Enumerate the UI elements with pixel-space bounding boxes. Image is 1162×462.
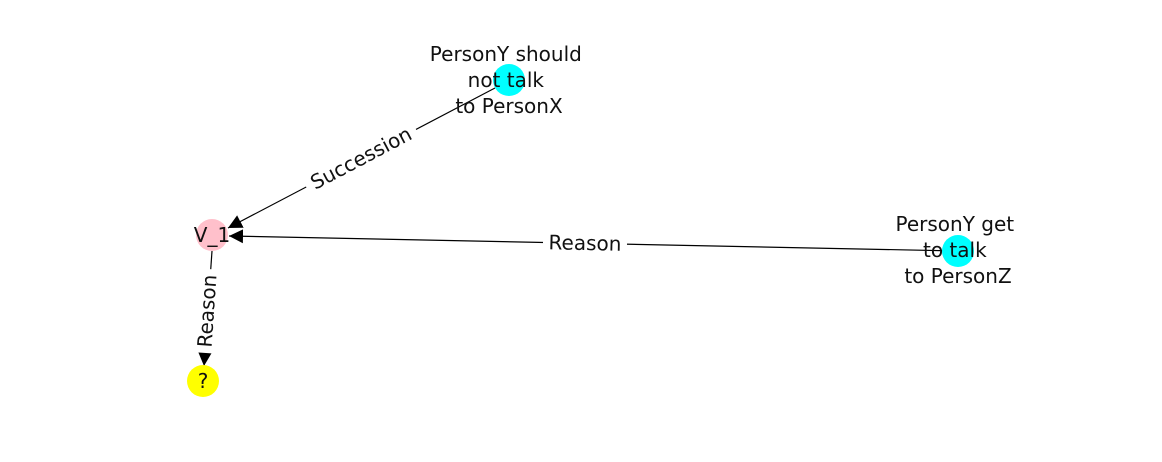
node-person-x-line-1: PersonY should bbox=[430, 42, 582, 66]
nodes: V_1 PersonY should not talk to PersonX P… bbox=[187, 42, 1021, 397]
edge-reason-vertical: Reason bbox=[191, 250, 223, 367]
node-question-label: ? bbox=[198, 369, 209, 393]
node-v1: V_1 bbox=[194, 219, 230, 251]
node-person-x-line-2: not talk bbox=[468, 68, 545, 92]
edge-label-succession: Succession bbox=[306, 122, 415, 195]
node-person-z-line-1: PersonY get bbox=[896, 212, 1015, 236]
edge-label-bg-reason-vertical bbox=[191, 268, 223, 354]
node-person-x-label: PersonY should not talk to PersonX bbox=[430, 42, 588, 118]
node-person-x-circle bbox=[493, 64, 525, 96]
edge-label-bg-reason-horizontal bbox=[542, 229, 628, 257]
node-question-circle bbox=[187, 365, 219, 397]
node-person-z-line-3: to PersonZ bbox=[904, 264, 1011, 288]
node-person-z-label: PersonY get to talk to PersonZ bbox=[896, 212, 1021, 288]
node-v1-circle bbox=[196, 219, 228, 251]
node-person-x-line-3: to PersonX bbox=[455, 94, 563, 118]
node-question: ? bbox=[187, 365, 219, 397]
node-person-z-circle bbox=[942, 235, 974, 267]
node-person-x: PersonY should not talk to PersonX bbox=[430, 42, 588, 118]
edge-label-bg-succession bbox=[300, 117, 422, 199]
edge-label-reason-vertical: Reason bbox=[192, 274, 221, 348]
node-v1-label: V_1 bbox=[194, 223, 230, 247]
edges: Succession Reason Reason bbox=[191, 87, 959, 367]
node-person-z-line-2: to talk bbox=[923, 238, 987, 262]
node-person-z: PersonY get to talk to PersonZ bbox=[896, 212, 1021, 288]
edge-label-reason-horizontal: Reason bbox=[548, 230, 621, 256]
edge-reason-horizontal: Reason bbox=[228, 229, 959, 257]
